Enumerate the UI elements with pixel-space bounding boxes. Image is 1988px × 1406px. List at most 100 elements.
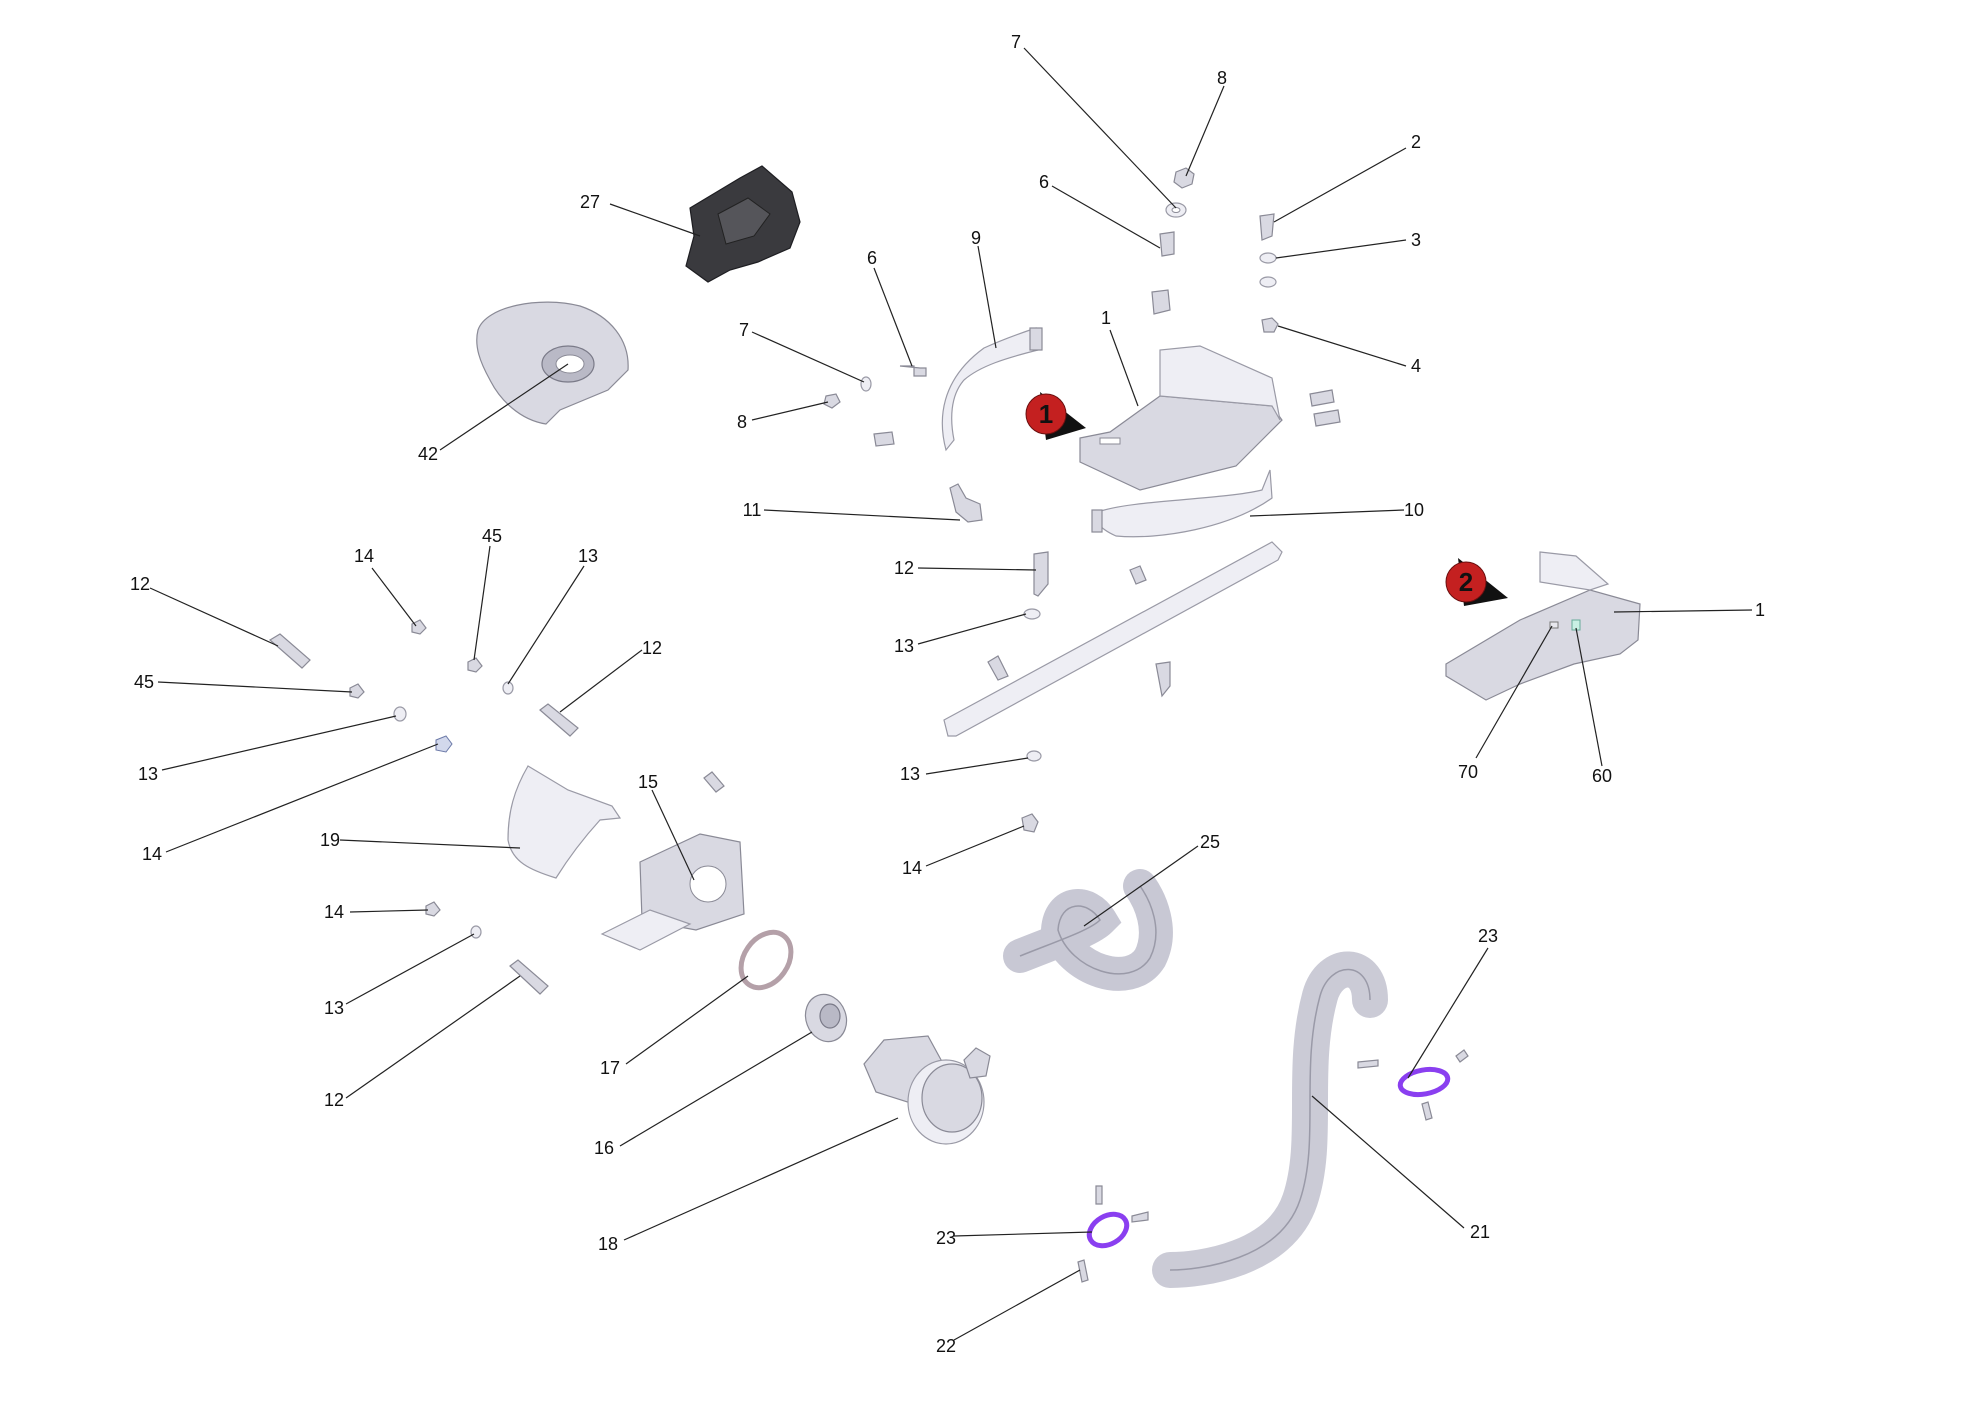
leader-45-a — [473, 545, 491, 661]
callout-14-a: 14 — [354, 546, 374, 566]
part-21-pipe-outline — [1169, 968, 1371, 1271]
part-4-nut — [1261, 317, 1279, 333]
clamp-screw-e — [1131, 1211, 1149, 1223]
part-8-nut-left — [823, 393, 841, 409]
part-9-strap — [941, 327, 1039, 452]
callout-22: 22 — [936, 1336, 956, 1356]
callout-17: 17 — [600, 1058, 620, 1078]
callout-1-right: 1 — [1755, 600, 1765, 620]
callout-11: 11 — [743, 500, 762, 520]
part-18-outlet — [963, 1047, 991, 1079]
part-13-washer-lower — [1026, 750, 1042, 762]
part-27-boot-highlight — [717, 197, 771, 245]
callout-16: 16 — [594, 1138, 614, 1158]
long-rail-tab-b — [1129, 565, 1147, 585]
part-1-bracket-wall — [1159, 345, 1281, 421]
marker-2-label: 2 — [1459, 567, 1473, 597]
leader-3 — [1275, 239, 1407, 259]
part-23-clamp-upper — [1397, 1066, 1451, 1098]
callout-12-a: 12 — [130, 574, 150, 594]
part-6-bolt-left — [899, 365, 927, 377]
part-70-insert — [1549, 621, 1559, 629]
part-13-washer-c — [470, 925, 482, 939]
leader-lines — [149, 47, 1753, 1341]
leader-1-right — [1613, 609, 1753, 613]
callout-13-c: 13 — [324, 998, 344, 1018]
leader-10 — [1249, 509, 1405, 517]
leader-12-centre — [917, 567, 1037, 571]
callout-10: 10 — [1404, 500, 1424, 520]
leader-23-upper — [1407, 947, 1489, 1079]
clamp-screw-b — [1455, 1049, 1469, 1063]
callout-14-c: 14 — [324, 902, 344, 922]
marker-2: 2 — [1445, 558, 1508, 606]
leader-14-lower — [925, 825, 1025, 867]
long-rail-plate — [943, 541, 1283, 737]
part-12-bolt-centre — [1033, 551, 1049, 597]
leader-12-b — [559, 649, 643, 713]
part-13-washer-a — [502, 681, 514, 695]
part-12-bolt-c — [509, 959, 549, 995]
leader-13-lower — [925, 757, 1029, 775]
leader-42 — [439, 363, 569, 451]
leader-7-top — [1023, 47, 1177, 209]
callout-7-left: 7 — [739, 320, 749, 340]
callout-13-lower: 13 — [900, 764, 920, 784]
callout-27: 27 — [580, 192, 600, 212]
part-23-clamp-lower — [1086, 1211, 1130, 1249]
marker-1: 1 — [1025, 392, 1086, 440]
leader-6-left — [873, 267, 913, 367]
part-11-clip — [949, 483, 983, 523]
leader-13-b — [161, 715, 397, 771]
leader-70 — [1475, 625, 1553, 759]
callout-19: 19 — [320, 830, 340, 850]
bolt-small-15 — [703, 771, 725, 793]
callout-1: 1 — [1101, 308, 1111, 328]
callout-21: 21 — [1470, 1222, 1490, 1242]
part-13-washer-b — [393, 706, 407, 722]
part-25-hose-outline — [1019, 885, 1157, 975]
part-7-washer-left — [860, 376, 872, 392]
part-1-bracket — [1079, 395, 1283, 491]
part-42-hole — [555, 354, 585, 374]
leader-60 — [1575, 627, 1603, 767]
leader-45-b — [157, 681, 353, 693]
callouts: 7 8 6 2 3 4 27 9 1 6 7 8 42 11 10 12 13 … — [130, 32, 1765, 1356]
callout-42: 42 — [418, 444, 438, 464]
callout-45-a: 45 — [482, 526, 502, 546]
part-1-right-bracket — [1445, 589, 1641, 701]
long-rail-tab-a — [987, 655, 1009, 681]
leader-8-left — [751, 401, 829, 421]
leader-2 — [1273, 147, 1407, 223]
part-14-nut-lower — [1021, 813, 1039, 833]
callout-12-c: 12 — [324, 1090, 344, 1110]
bolt-pair-b — [1313, 409, 1341, 427]
part-6-bolt-top — [1159, 231, 1175, 257]
part-15-foot — [600, 909, 692, 951]
part-16-flange-bore — [819, 1003, 841, 1029]
part-25-hose — [1003, 869, 1173, 991]
callout-14-lower: 14 — [902, 858, 922, 878]
part-2-bolt — [1259, 213, 1275, 241]
callout-7-top: 7 — [1011, 32, 1021, 52]
leader-12-c — [345, 975, 521, 1099]
callout-15: 15 — [638, 772, 658, 792]
leader-22 — [953, 1269, 1081, 1341]
part-1-right-wall — [1539, 551, 1610, 591]
leader-8-top — [1185, 85, 1225, 177]
callout-23-upper: 23 — [1478, 926, 1498, 946]
part-9-tab — [1029, 327, 1043, 351]
part-8-nut-top — [1173, 167, 1195, 189]
part-6-bolt-lower — [1151, 289, 1171, 315]
part-18-blower-face — [921, 1063, 983, 1133]
leader-14-b — [165, 743, 439, 853]
callout-23-lower: 23 — [936, 1228, 956, 1248]
part-bolt-left-b — [873, 431, 895, 447]
part-14-nut-b — [435, 735, 453, 753]
callout-2: 2 — [1411, 132, 1421, 152]
callout-25: 25 — [1200, 832, 1220, 852]
leader-23-lower — [953, 1231, 1093, 1237]
part-45-nut-b — [349, 683, 365, 699]
bolt-pair-a — [1309, 389, 1335, 407]
